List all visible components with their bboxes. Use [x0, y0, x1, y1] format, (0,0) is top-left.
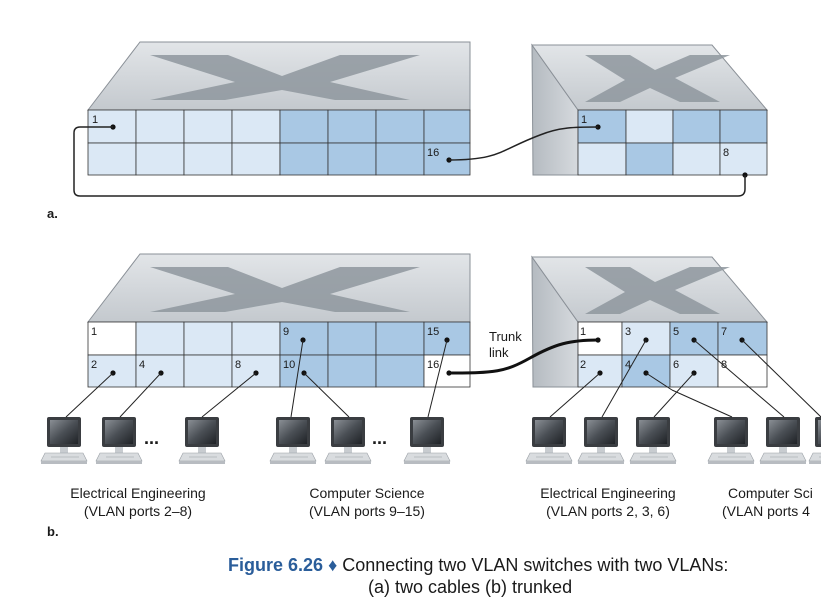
port-label: 6	[673, 359, 679, 371]
port-label: 16	[427, 359, 439, 371]
computer-icon	[808, 416, 821, 465]
switch-b-right: 1 3 5 7 2 4 6 8	[531, 255, 769, 388]
computer-icon	[269, 416, 317, 465]
port-label: 16	[427, 147, 439, 159]
port-label: 8	[721, 359, 727, 371]
ellipsis: ...	[372, 428, 387, 448]
pc-cables	[65, 339, 821, 418]
figure-caption: Figure 6.26 ♦ Connecting two VLAN switch…	[228, 554, 818, 597]
port-label: 1	[91, 326, 97, 338]
port-label: 15	[427, 326, 439, 338]
group-name: Computer Sci	[728, 485, 813, 501]
computer-icon	[707, 416, 755, 465]
port-label: 5	[673, 326, 679, 338]
computer-icon	[525, 416, 573, 465]
port-label: 7	[721, 326, 727, 338]
diamond-icon: ♦	[328, 555, 338, 575]
group-ports: (VLAN ports 2, 3, 6)	[546, 503, 670, 519]
group-name: Computer Science	[309, 485, 424, 501]
pc-group-cs-left: ...	[269, 416, 451, 465]
port-label: 1	[580, 326, 586, 338]
computer-icon	[324, 416, 372, 465]
port-label: 8	[235, 359, 241, 371]
switch-b-left: 1 9 15 2 4 8 10 16	[86, 253, 471, 388]
port-label: 4	[139, 359, 145, 371]
cable-1-to-8	[73, 126, 746, 197]
part-b: 1 9 15 2 4 8 10 16	[40, 253, 821, 539]
pc-group-ee-left: ...	[40, 416, 226, 465]
trunk-link	[448, 338, 599, 375]
cable-16-to-1	[448, 126, 599, 161]
computer-icon	[178, 416, 226, 465]
pc-group-cs-right	[707, 416, 821, 465]
computer-icon	[403, 416, 451, 465]
port-label: 2	[580, 359, 586, 371]
caption-line-2: (a) two cables (b) trunked	[368, 577, 573, 597]
part-a: 1 16 1 8 a.	[47, 41, 769, 221]
group-ports: (VLAN ports 9–15)	[309, 503, 425, 519]
computer-icon	[759, 416, 807, 465]
port-label: 4	[625, 359, 631, 371]
part-b-label: b.	[47, 524, 59, 539]
computer-icon	[629, 416, 677, 465]
computer-icon	[40, 416, 88, 465]
group-ports: (VLAN ports 4	[722, 503, 810, 519]
port-label: 10	[283, 359, 295, 371]
port-label: 2	[91, 359, 97, 371]
computer-icon	[577, 416, 625, 465]
group-name: Electrical Engineering	[70, 485, 205, 501]
trunk-label: link	[489, 345, 509, 360]
port-label: 3	[625, 326, 631, 338]
ellipsis: ...	[144, 428, 159, 448]
trunk-label: Trunk	[489, 329, 522, 344]
port-label: 1	[581, 114, 587, 126]
group-name: Electrical Engineering	[540, 485, 675, 501]
computer-icon	[95, 416, 143, 465]
switch-a-left: 1 16	[86, 41, 471, 176]
port-label: 8	[723, 147, 729, 159]
group-ports: (VLAN ports 2–8)	[84, 503, 192, 519]
figure-number: Figure 6.26	[228, 555, 324, 575]
pc-group-ee-right	[525, 416, 677, 465]
port-label: 9	[283, 326, 289, 338]
part-a-label: a.	[47, 206, 58, 221]
switch-a-right: 1 8	[531, 43, 769, 178]
caption-line-1: Connecting two VLAN switches with two VL…	[342, 555, 729, 575]
port-label: 1	[92, 114, 98, 126]
